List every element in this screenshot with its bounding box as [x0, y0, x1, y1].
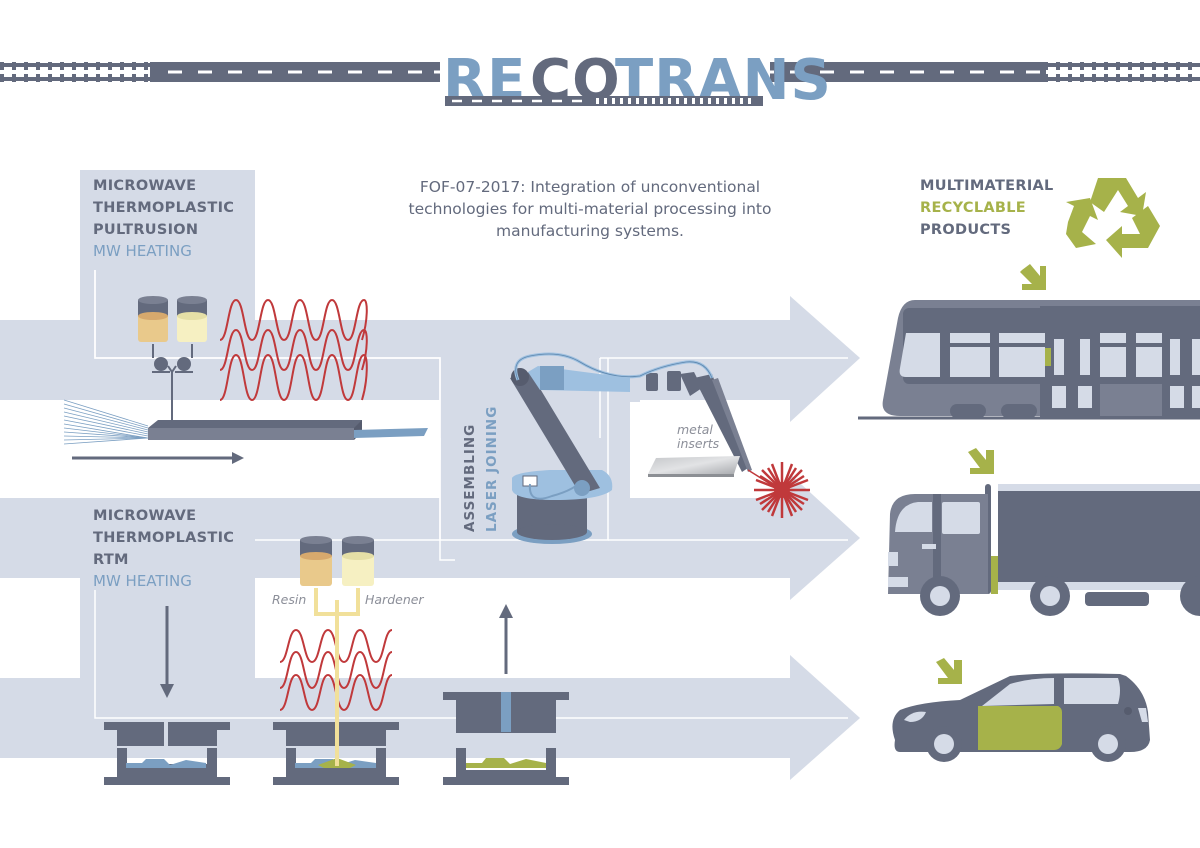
mold-3	[443, 692, 569, 785]
rtm-line-2: THERMOPLASTIC	[93, 530, 234, 546]
car-icon	[892, 673, 1150, 762]
mold-close-arrow	[160, 606, 174, 698]
header-road-left	[0, 62, 440, 82]
resin-label: Resin	[272, 592, 306, 607]
products-line-3: PRODUCTS	[920, 222, 1011, 238]
laser-burst-icon	[747, 462, 810, 518]
robot-arm-icon	[510, 352, 752, 544]
rtm-tanks-icon: Resin Hardener	[272, 536, 424, 740]
metal-inserts-line-1: metal	[677, 422, 713, 437]
call-title-line-3: manufacturing systems.	[496, 222, 684, 240]
train-pointer-arrow	[1020, 264, 1046, 290]
assembling-text: ASSEMBLING	[462, 424, 478, 532]
call-title-line-1: FOF-07-2017: Integration of unconvention…	[420, 178, 760, 196]
pultrusion-tanks-icon	[138, 296, 207, 420]
train-icon	[858, 300, 1200, 420]
mold-2	[273, 722, 399, 785]
call-title: FOF-07-2017: Integration of unconvention…	[409, 178, 772, 240]
mold-open-arrow	[499, 604, 513, 674]
recycle-icon	[1066, 178, 1160, 258]
pultrusion-label: MICROWAVE THERMOPLASTIC PULTRUSION MW HE…	[93, 178, 234, 260]
metal-inserts-line-2: inserts	[677, 436, 720, 451]
mold-1	[104, 722, 230, 785]
pultrusion-direction-arrow	[72, 452, 244, 464]
rtm-line-3: RTM	[93, 552, 129, 568]
microwave-waves-icon	[219, 298, 368, 402]
pultrusion-line-1: MICROWAVE	[93, 178, 196, 194]
car-pointer-arrow	[936, 658, 962, 684]
products-line-2: RECYCLABLE	[920, 200, 1026, 216]
recotrans-logo: RE CO TRANS	[443, 48, 831, 113]
hardener-label: Hardener	[365, 592, 424, 607]
rtm-line-1: MICROWAVE	[93, 508, 196, 524]
products-label: MULTIMATERIAL RECYCLABLE PRODUCTS	[920, 178, 1054, 238]
pultrusion-subtitle: MW HEATING	[93, 242, 192, 260]
truck-icon	[888, 484, 1200, 616]
pultrusion-line-2: THERMOPLASTIC	[93, 200, 234, 216]
truck-pointer-arrow	[968, 448, 994, 474]
laser-joining-text: LASER JOINING	[484, 406, 500, 532]
pultrusion-fibers	[63, 399, 149, 445]
header-road-right	[770, 62, 1200, 82]
rtm-label: MICROWAVE THERMOPLASTIC RTM MW HEATING	[93, 508, 234, 590]
assembling-label: ASSEMBLING LASER JOINING	[462, 406, 500, 532]
pultrusion-line-3: PULTRUSION	[93, 222, 198, 238]
products-line-1: MULTIMATERIAL	[920, 178, 1054, 194]
pultrusion-die	[148, 420, 428, 440]
call-title-line-2: technologies for multi-material processi…	[409, 200, 772, 218]
rtm-subtitle: MW HEATING	[93, 572, 192, 590]
metal-inserts: metal inserts	[648, 422, 740, 477]
